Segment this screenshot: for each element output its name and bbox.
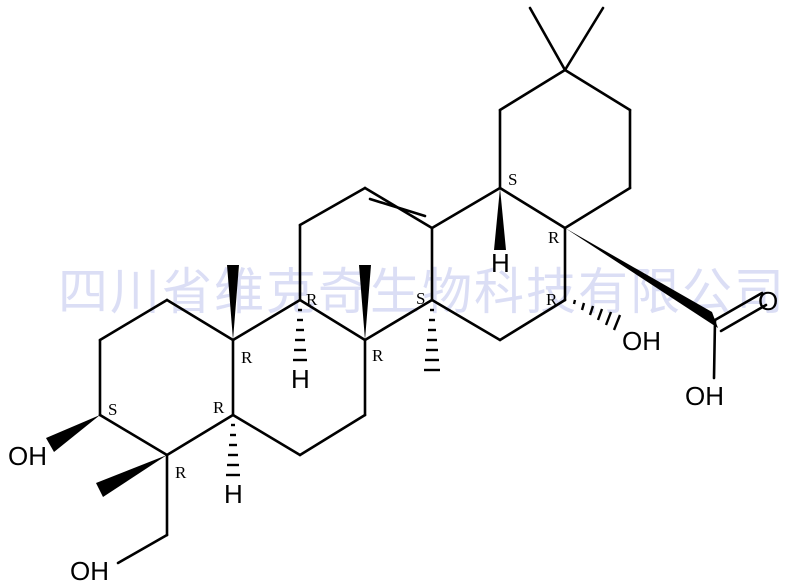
stereo-c8: R [372, 346, 384, 365]
oh-c16-label: OH [622, 326, 661, 356]
hash-bonds [226, 299, 622, 477]
acid-o-label: O [758, 286, 778, 316]
stereo-c10: R [241, 348, 253, 367]
h-c9-label: H [291, 364, 310, 394]
stereo-c14: S [416, 289, 425, 308]
acid-oh-label: OH [685, 381, 724, 411]
stereo-c17: R [548, 228, 560, 247]
carboxyl-bonds [712, 291, 768, 380]
h-c18-label: H [491, 248, 510, 278]
ring-e-bonds [498, 6, 632, 230]
stereo-c9: R [306, 290, 318, 309]
stereo-c18: S [508, 170, 517, 189]
stereo-c16: R [546, 290, 558, 309]
ring-cd-bonds [298, 186, 567, 342]
oh-c3-label: OH [8, 441, 47, 471]
ring-ab-bonds [98, 298, 367, 565]
stereo-c3: S [108, 400, 117, 419]
h-c5-label: H [224, 479, 243, 509]
wedge-bonds [46, 188, 718, 497]
stereo-c4: R [175, 463, 187, 482]
oh-c23-label: OH [70, 556, 109, 585]
stereo-c5: R [213, 398, 225, 417]
